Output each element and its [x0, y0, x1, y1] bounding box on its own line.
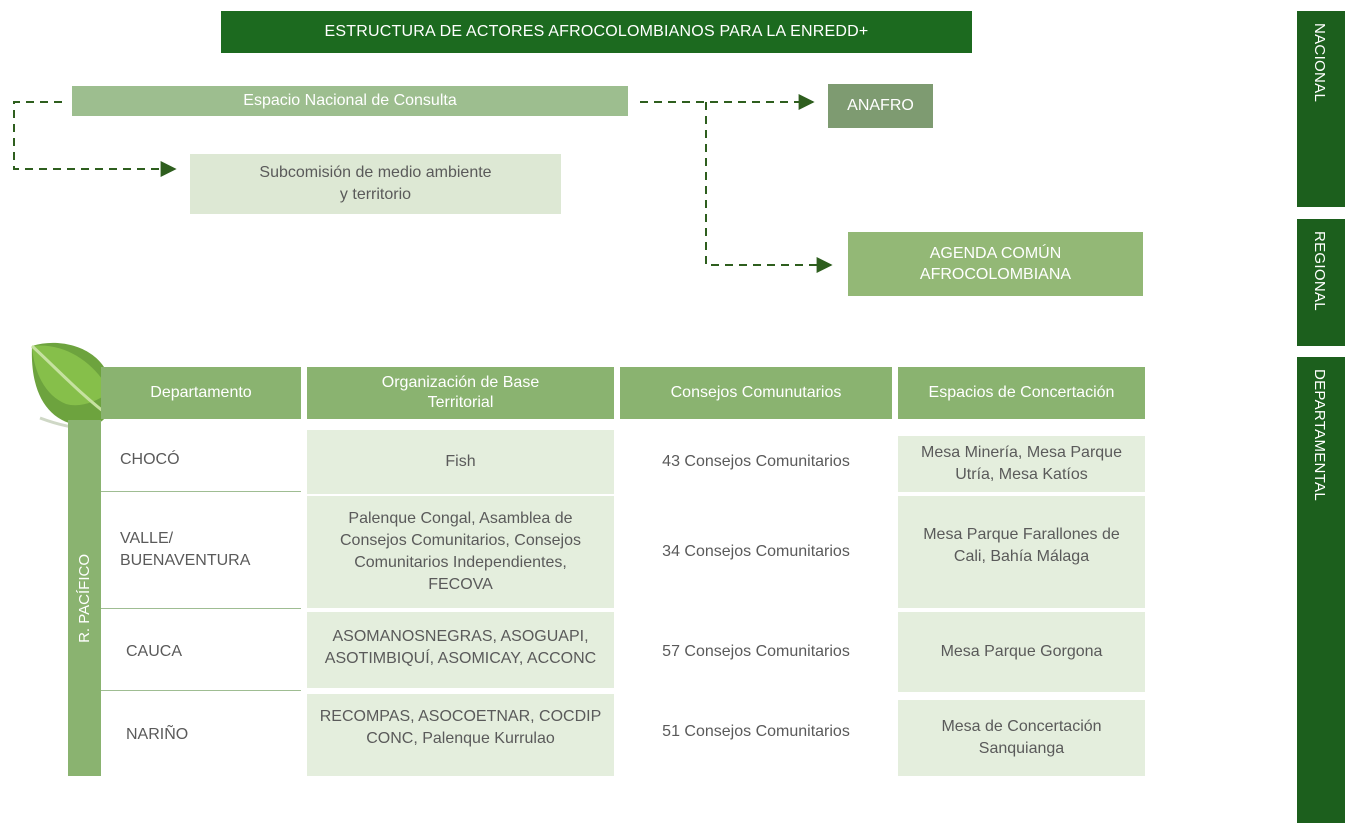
row-separator — [101, 690, 301, 691]
organization-line: Comunitarios Independientes, — [354, 554, 567, 571]
organization-line: Palenque Congal, Asamblea de — [348, 510, 573, 527]
organization-line: Consejos Comunitarios, Consejos — [340, 532, 581, 549]
header-departamento: Departamento — [101, 367, 301, 419]
table-row-organization: Fish — [307, 430, 614, 494]
table-row-department: CAUCA — [126, 612, 306, 692]
table-row-espacios: Mesa de Concertación Sanquianga — [898, 700, 1145, 776]
side-tab-nacional: NACIONAL — [1297, 11, 1345, 207]
department-name: NARIÑO — [126, 726, 189, 743]
agenda-line-1: AGENDA COMÚN — [929, 245, 1062, 262]
espacios-line: Mesa de Concertación — [941, 718, 1102, 735]
table-row-department: NARIÑO — [126, 694, 306, 776]
organization-line: CONC, Palenque Kurrulao — [366, 730, 555, 747]
side-tab-regional: REGIONAL — [1297, 219, 1345, 346]
espacios-line: Utría, Mesa Katíos — [955, 466, 1088, 483]
table-row-department: VALLE/ BUENAVENTURA — [120, 492, 300, 608]
header-espacios: Espacios de Concertación — [898, 367, 1145, 419]
espacios-line: Sanquianga — [978, 740, 1065, 757]
region-label-bar: R. PACÍFICO — [68, 420, 101, 776]
organization-line: ASOTIMBIQUÍ, ASOMICAY, ACCONC — [324, 650, 597, 667]
side-tab-departamental-label: DEPARTAMENTAL — [1311, 369, 1328, 501]
espacios-line: Mesa Parque Gorgona — [940, 643, 1103, 660]
agenda-line-2: AFROCOLOMBIANA — [919, 266, 1072, 283]
table-row-consejos: 34 Consejos Comunitarios — [662, 543, 850, 560]
table-row-organization: RECOMPAS, ASOCOETNAR, COCDIP CONC, Palen… — [307, 694, 614, 776]
header-organizacion-line-2: Territorial — [427, 394, 494, 411]
table-row-consejos: 51 Consejos Comunitarios — [662, 723, 850, 740]
row-separator — [101, 608, 301, 609]
table-row-espacios: Mesa Minería, Mesa Parque Utría, Mesa Ka… — [898, 436, 1145, 492]
header-organizacion: Organización de Base Territorial — [307, 367, 614, 419]
table-row-consejos: 43 Consejos Comunitarios — [662, 453, 850, 470]
espacios-line: Cali, Bahía Málaga — [953, 548, 1090, 565]
table-row-organization: ASOMANOSNEGRAS, ASOGUAPI, ASOTIMBIQUÍ, A… — [307, 612, 614, 688]
table-row-organization: Palenque Congal, Asamblea de Consejos Co… — [307, 496, 614, 608]
department-name: CHOCÓ — [120, 451, 180, 468]
organization-line: FECOVA — [428, 576, 493, 593]
side-tab-regional-label: REGIONAL — [1311, 231, 1328, 311]
table-row-consejos: 57 Consejos Comunitarios — [662, 643, 850, 660]
organization-line: RECOMPAS, ASOCOETNAR, COCDIP — [319, 708, 602, 725]
leaf-icon — [30, 342, 113, 430]
subcommission-line-2: y territorio — [339, 186, 412, 203]
espacios-line: Mesa Minería, Mesa Parque — [921, 444, 1122, 461]
organization-line: ASOMANOSNEGRAS, ASOGUAPI, — [332, 628, 589, 645]
organization-line: Fish — [445, 453, 476, 470]
side-tab-nacional-label: NACIONAL — [1311, 23, 1328, 103]
connector-agenda — [705, 102, 833, 273]
region-label: R. PACÍFICO — [76, 553, 93, 643]
header-consejos: Consejos Comunutarios — [620, 367, 892, 419]
anafro-box: ANAFRO — [828, 84, 933, 128]
department-name-line-2: BUENAVENTURA — [120, 552, 251, 569]
diagram-title: ESTRUCTURA DE ACTORES AFROCOLOMBIANOS PA… — [221, 11, 972, 53]
department-name: CAUCA — [126, 643, 183, 660]
table-row-espacios: Mesa Parque Gorgona — [898, 612, 1145, 692]
subcommission-box: Subcomisión de medio ambiente y territor… — [190, 154, 561, 214]
row-separator — [101, 491, 301, 492]
national-consultation-box: Espacio Nacional de Consulta — [72, 86, 628, 116]
table-row-department: CHOCÓ — [120, 430, 300, 490]
department-name: VALLE/ — [120, 530, 174, 547]
table-row-espacios: Mesa Parque Farallones de Cali, Bahía Má… — [898, 496, 1145, 608]
header-organizacion-line-1: Organización de Base — [381, 374, 540, 391]
side-tab-departamental: DEPARTAMENTAL — [1297, 357, 1345, 823]
agenda-box: AGENDA COMÚN AFROCOLOMBIANA — [848, 232, 1143, 296]
subcommission-line-1: Subcomisión de medio ambiente — [259, 164, 492, 181]
espacios-line: Mesa Parque Farallones de — [923, 526, 1120, 543]
